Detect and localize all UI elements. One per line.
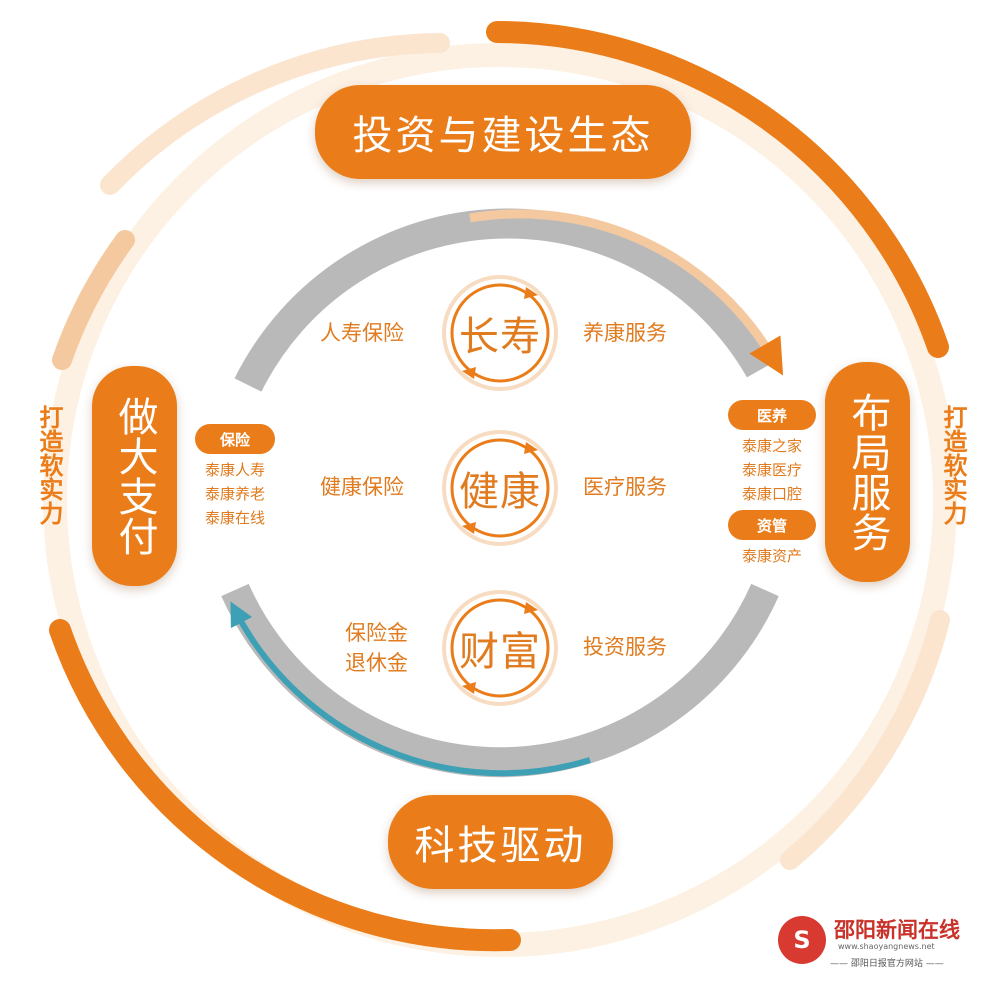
- logo-title: 邵阳新闻在线: [834, 917, 960, 942]
- wealth-left-text: 保险金 退休金: [345, 618, 408, 678]
- pillar-payment: 做大支付: [92, 366, 177, 586]
- banner-tech-driven: 科技驱动: [388, 795, 613, 889]
- node-longevity-label: 长寿: [459, 314, 541, 360]
- logo-url: www.shaoyangnews.net: [838, 942, 935, 951]
- badge-insurance: 保险: [195, 424, 275, 454]
- list-item: 泰康资产: [741, 547, 802, 565]
- list-item: 泰康口腔: [741, 485, 802, 503]
- badge-medical-care: 医养: [728, 400, 816, 430]
- middle-ring-bottom: [221, 583, 779, 778]
- node-health-label: 健康: [459, 469, 541, 515]
- wealth-left-line: 保险金: [345, 621, 408, 645]
- wealth-right-text: 投资服务: [583, 635, 667, 659]
- node-wealth-label: 财富: [459, 629, 541, 675]
- asset-management-list: 泰康资产: [726, 544, 818, 568]
- banner-tech-driven-text: 科技驱动: [414, 823, 587, 869]
- wealth-left-line: 退休金: [345, 651, 408, 675]
- list-item: 泰康之家: [741, 437, 802, 455]
- outer-arc-bottom-right: [780, 610, 950, 870]
- middle-arc-arrow-teal: [230, 601, 591, 777]
- pillar-service-text: 布局服务: [844, 392, 891, 552]
- pillar-service: 布局服务: [825, 362, 910, 582]
- outer-arc-top-left: [100, 33, 450, 195]
- outer-arc-left: [52, 230, 135, 370]
- badge-asset-management: 资管: [728, 510, 816, 540]
- right-tag: 打造软实力: [939, 405, 967, 525]
- longevity-right-text: 养康服务: [583, 321, 667, 345]
- longevity-left-text: 人寿保险: [320, 321, 404, 345]
- node-ring-icon: [442, 590, 558, 706]
- list-item: 泰康在线: [204, 509, 265, 527]
- list-item: 泰康医疗: [741, 461, 802, 479]
- node-ring-icon: [442, 430, 558, 546]
- outer-arc-bottom-left: [49, 619, 521, 952]
- logo-badge-icon: S: [778, 916, 826, 964]
- node-health: 健康: [442, 430, 558, 546]
- logo-subtitle: —— 邵阳日报官方网站 ——: [830, 959, 944, 969]
- node-wealth: 财富: [442, 590, 558, 706]
- medical-care-list: 泰康之家 泰康医疗 泰康口腔: [726, 434, 818, 506]
- middle-arc-arrow-orange: [469, 209, 784, 376]
- banner-invest-ecosystem: 投资与建设生态: [315, 85, 691, 179]
- health-right-text: 医疗服务: [583, 475, 667, 499]
- node-longevity: 长寿: [442, 275, 558, 391]
- list-item: 泰康人寿: [204, 461, 265, 479]
- outer-arc-top-right: [486, 21, 949, 358]
- insurance-list: 泰康人寿 泰康养老 泰康在线: [190, 458, 280, 530]
- middle-ring-top: [234, 208, 774, 392]
- health-left-text: 健康保险: [320, 475, 404, 499]
- pillar-payment-text: 做大支付: [111, 396, 158, 556]
- banner-invest-ecosystem-text: 投资与建设生态: [352, 113, 654, 159]
- node-ring-icon: [442, 275, 558, 391]
- site-logo: S 邵阳新闻在线 www.shaoyangnews.net —— 邵阳日报官方网…: [778, 910, 968, 976]
- list-item: 泰康养老: [204, 485, 265, 503]
- left-tag: 打造软实力: [35, 405, 63, 525]
